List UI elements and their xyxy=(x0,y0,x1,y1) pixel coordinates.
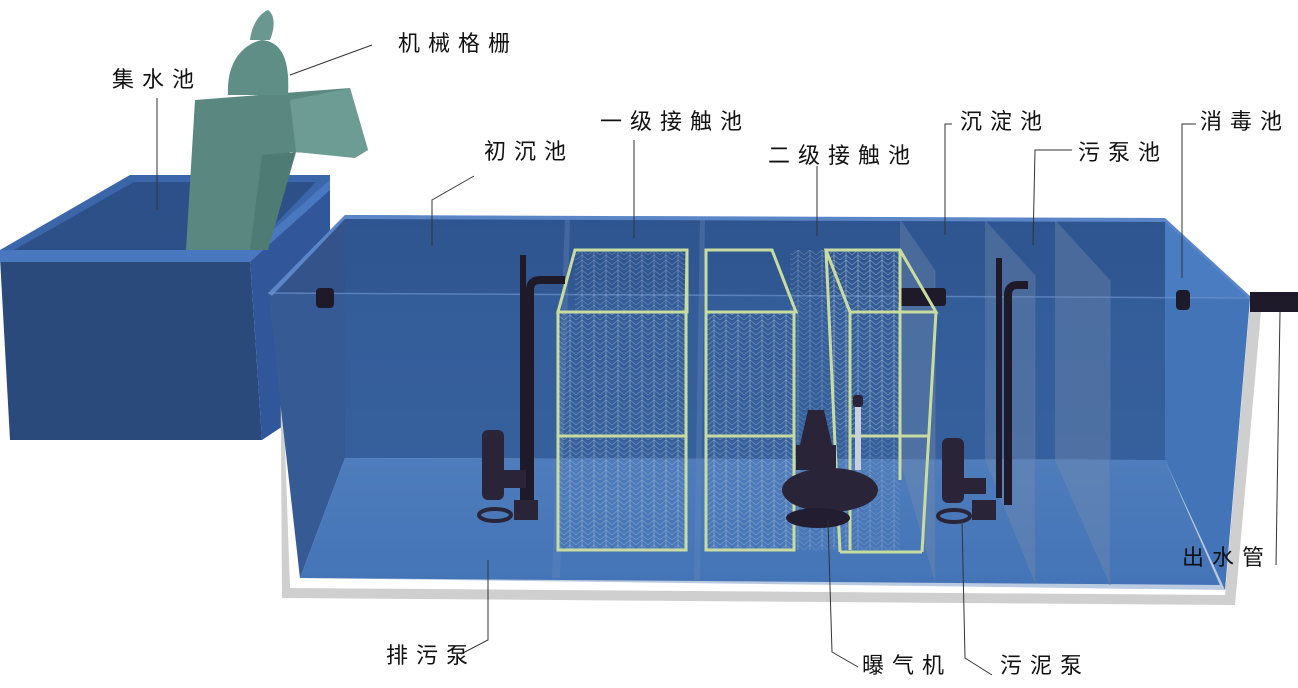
leader-lines xyxy=(156,44,1281,676)
contact-media-frames xyxy=(556,248,939,554)
mechanical-screen xyxy=(186,10,368,250)
aerator xyxy=(782,395,878,528)
label-disinfection-tank: 消毒池 xyxy=(1200,110,1291,135)
label-outlet-pipe: 出水管 xyxy=(1182,546,1273,571)
label-primary-settling-tank: 初沉池 xyxy=(484,140,575,165)
label-collection-tank: 集水池 xyxy=(112,68,203,93)
sewage-pump xyxy=(477,255,565,523)
label-mechanical-screen: 机械格栅 xyxy=(398,32,519,57)
label-first-contact-tank: 一级接触池 xyxy=(600,110,751,135)
inlet-pipe-connector xyxy=(316,288,334,308)
outlet-pipe xyxy=(1250,292,1298,312)
label-second-contact-tank: 二级接触池 xyxy=(768,144,919,169)
label-sludge-pump-tank: 污泵池 xyxy=(1078,141,1169,166)
label-sewage-pump: 排污泵 xyxy=(386,644,477,669)
sludge-pump xyxy=(936,258,1028,524)
label-sludge-pump: 污泥泵 xyxy=(1000,654,1091,679)
label-aerator: 曝气机 xyxy=(862,654,953,679)
label-sedimentation-tank: 沉淀池 xyxy=(960,110,1051,135)
